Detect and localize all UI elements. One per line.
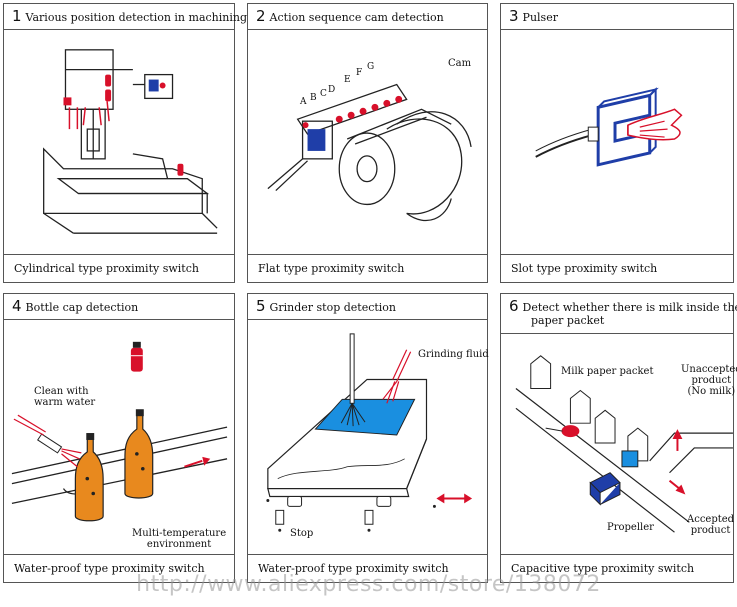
panel-title-line1: Detect whether there is milk inside the: [522, 301, 737, 314]
capacitive-sensor: [621, 450, 639, 468]
cam-letter-e: E: [344, 75, 351, 85]
panel-number: 6: [509, 297, 519, 315]
cam-letter-d: D: [328, 85, 336, 95]
panel-number: 2: [256, 7, 266, 25]
panel-caption: Flat type proximity switch: [248, 254, 487, 282]
cam-letter-b: B: [310, 93, 317, 103]
panel-title-text: Pulser: [522, 11, 558, 24]
workpiece: [314, 398, 416, 436]
panel-number: 3: [509, 7, 519, 25]
flat-sensor: [307, 129, 326, 151]
grinder-illustration: Grinding fluid Stop: [248, 320, 489, 554]
bottle: [74, 438, 104, 522]
stop-label: Stop: [290, 528, 314, 539]
pulser-illustration: [501, 30, 733, 254]
panel-title-line2: paper packet: [531, 314, 605, 327]
bottle: [124, 414, 154, 499]
blue-sensor: [148, 79, 159, 92]
cam-letter-a: A: [300, 97, 307, 107]
propeller-label: Propeller: [607, 522, 654, 533]
panel-caption: Capacitive type proximity switch: [501, 554, 733, 582]
cam-letter-f: F: [356, 68, 363, 78]
cam-letter-c: C: [320, 89, 327, 99]
panel-number: 1: [12, 7, 22, 25]
panel-caption: Water-proof type proximity switch: [248, 554, 487, 582]
panel-title-text: Bottle cap detection: [25, 301, 139, 314]
grinding-fluid-label: Grinding fluid: [418, 349, 489, 360]
panel-caption: Water-proof type proximity switch: [4, 554, 234, 582]
machining-centre-illustration: [4, 30, 234, 254]
store-watermark: http://www.aliexpress.com/store/138072: [136, 572, 601, 597]
panel-number: 5: [256, 297, 266, 315]
milk-packet-label: Milk paper packet: [561, 366, 654, 377]
panel-number: 4: [12, 297, 22, 315]
cam-letter-g: G: [367, 62, 375, 72]
cam-illustration: Cam A B C D E F G: [248, 30, 487, 254]
detection-sensor: [561, 425, 580, 438]
waterproof-sensor: [130, 347, 143, 372]
panel-title-text: Action sequence cam detection: [269, 11, 444, 24]
panel-caption: Slot type proximity switch: [501, 254, 733, 282]
slot-sensor: [596, 93, 652, 167]
cam-label: Cam: [448, 58, 472, 69]
panel-title-text: Grinder stop detection: [269, 301, 397, 314]
panel-title-text: Various position detection in machining …: [25, 11, 287, 24]
panel-caption: Cylindrical type proximity switch: [4, 254, 234, 282]
